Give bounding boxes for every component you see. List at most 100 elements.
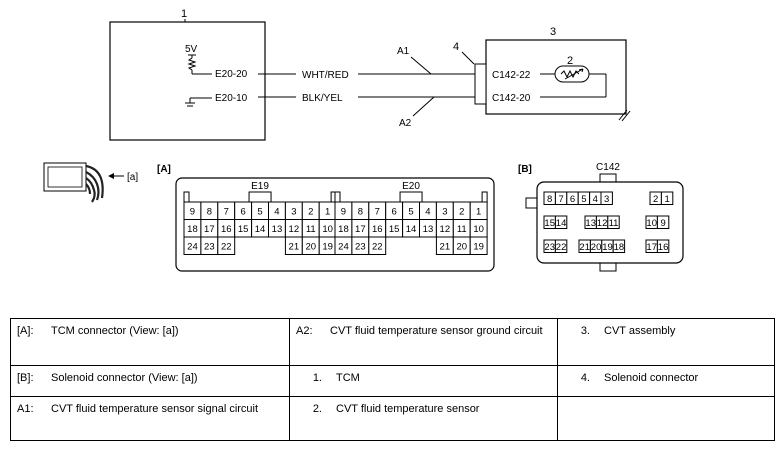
- connector-a-block-name: E19: [251, 181, 269, 192]
- legend-cell: A1: CVT fluid temperature sensor signal c…: [10, 396, 290, 441]
- legend-description: CVT fluid temperature sensor signal circ…: [51, 403, 259, 415]
- legend-row: [B]:Solenoid connector (View: [a]) 1. TCM 4…: [10, 365, 775, 397]
- connector-a-pin-number: 7: [224, 207, 229, 218]
- tcm-number: 1: [181, 8, 187, 20]
- connector-a-pin-number: 14: [255, 224, 266, 235]
- connector-a-label: [A]: [157, 164, 171, 175]
- connector-a-pin-number: 11: [457, 224, 467, 235]
- connector-a-pin-number: 15: [389, 224, 400, 235]
- connector-number: 4: [453, 41, 459, 53]
- legend-key: 4.: [580, 372, 590, 384]
- connector-a-pin-number: 24: [187, 242, 198, 253]
- connector-b-pin-number: 4: [593, 194, 598, 205]
- connector-a-pin-number: 5: [408, 207, 413, 218]
- legend-description: CVT fluid temperature sensor ground circ…: [330, 325, 543, 337]
- connector-a-pin-number: 23: [204, 242, 215, 253]
- connector-a-block-name: E20: [402, 181, 420, 192]
- connector-a-pin: [217, 236, 236, 255]
- connector-b-pin: [554, 215, 568, 229]
- connector-a-pin-number: 21: [289, 242, 300, 253]
- legend-key: [A]:: [17, 325, 34, 337]
- connector-b-pin: [660, 191, 674, 205]
- connector-b-pin: [607, 215, 620, 229]
- cvt-ground-terminal: C142-20: [492, 93, 531, 104]
- legend-cell: [B]:Solenoid connector (View: [a]): [10, 365, 290, 397]
- ground-icon: [185, 102, 195, 107]
- legend-key: 1.: [312, 372, 322, 384]
- connector-a-pin-number: 4: [274, 207, 279, 218]
- connector-b-label: [B]: [518, 164, 532, 175]
- connector-a-pin-number: 17: [355, 224, 366, 235]
- legend-cell: 1. TCM: [289, 365, 558, 397]
- ground-wire-color: BLK/YEL: [302, 93, 343, 104]
- legend-row: [A]:TCM connector (View: [a]) A2: CVT flui…: [10, 318, 775, 366]
- connector-a-pin-number: 22: [372, 242, 383, 253]
- connector-b-pin-number: 7: [558, 194, 563, 205]
- tcm-box: [109, 21, 266, 141]
- legend-key: A2:: [296, 325, 313, 337]
- legend-cell: [A]:TCM connector (View: [a]): [10, 318, 290, 366]
- ground-circuit-label: A2: [399, 118, 412, 129]
- connector-b-pin-number: 12: [597, 218, 608, 229]
- connector-b-pin-number: 9: [660, 218, 665, 229]
- tcm-signal-terminal: E20-20: [215, 69, 248, 80]
- connector-b-pin-number: 20: [591, 242, 602, 253]
- legend-cell: A2: CVT fluid temperature sensor ground c…: [289, 318, 558, 366]
- cvt-number: 3: [550, 26, 556, 38]
- connector-a-pin: [469, 236, 488, 255]
- connector-b-pin: [554, 239, 568, 253]
- connector-a-pin-number: 21: [440, 242, 451, 253]
- legend-description: CVT fluid temperature sensor: [336, 403, 480, 415]
- legend-cell: [557, 396, 775, 441]
- connector-a-pin-number: 12: [289, 224, 300, 235]
- signal-circuit-label: A1: [397, 46, 410, 57]
- legend-key: A1:: [17, 403, 34, 415]
- connector-b-pin: [600, 191, 613, 205]
- legend-key: 2.: [312, 403, 322, 415]
- supply-voltage-label: 5V: [185, 44, 198, 55]
- tcm-ground-terminal: E20-10: [215, 93, 248, 104]
- connector-a-pin-number: 4: [425, 207, 430, 218]
- legend-description: TCM: [336, 372, 360, 384]
- connector-a-pin-number: 16: [221, 224, 232, 235]
- connector-b-pin-number: 11: [609, 218, 619, 229]
- connector-view-icon: [43, 162, 104, 203]
- connector-a-pin-number: 9: [341, 207, 346, 218]
- connector-b-pin-number: 6: [570, 194, 575, 205]
- connector-b-pin-number: 14: [556, 218, 567, 229]
- connector-a-pin-number: 10: [322, 224, 333, 235]
- connector-b-pin-number: 5: [581, 194, 586, 205]
- legend-description: Solenoid connector (View: [a]): [51, 372, 198, 384]
- connector-b-pin-number: 10: [646, 218, 657, 229]
- connector-a-pin-number: 5: [257, 207, 262, 218]
- connector-b-pin-number: 19: [602, 242, 613, 253]
- connector-a-pin-number: 13: [272, 224, 283, 235]
- legend-cell: 3.CVT assembly: [557, 318, 775, 366]
- connector-a-pin-number: 11: [306, 224, 316, 235]
- connector-a-pin-number: 1: [325, 207, 330, 218]
- connector-a-pin-number: 1: [476, 207, 481, 218]
- connector-a-pin-number: 18: [338, 224, 349, 235]
- connector-b-pin-number: 8: [547, 194, 552, 205]
- connector-a-pin-number: 6: [392, 207, 397, 218]
- view-arrow-icon: [108, 173, 114, 179]
- connector-b-pin: [656, 239, 670, 253]
- connector-a-pin-number: 14: [406, 224, 417, 235]
- connector-b-pin: [656, 215, 670, 229]
- solenoid-connector-shape: [474, 63, 487, 105]
- connector-b-pin-number: 18: [614, 242, 625, 253]
- connector-a-pin-number: 3: [291, 207, 296, 218]
- legend-cell: 4.Solenoid connector: [557, 365, 775, 397]
- connector-a-pin-number: 9: [190, 207, 195, 218]
- connector-a-pin-number: 12: [440, 224, 451, 235]
- signal-wire-color: WHT/RED: [302, 70, 349, 81]
- connector-b-pin-number: 22: [556, 242, 567, 253]
- connector-a-pin-number: 19: [473, 242, 484, 253]
- cvt-signal-terminal: C142-22: [492, 70, 531, 81]
- connector-a-pin-number: 20: [456, 242, 467, 253]
- connector-b-pin-number: 2: [653, 194, 658, 205]
- connector-b-pin-number: 16: [658, 242, 669, 253]
- connector-a-pin-number: 8: [358, 207, 363, 218]
